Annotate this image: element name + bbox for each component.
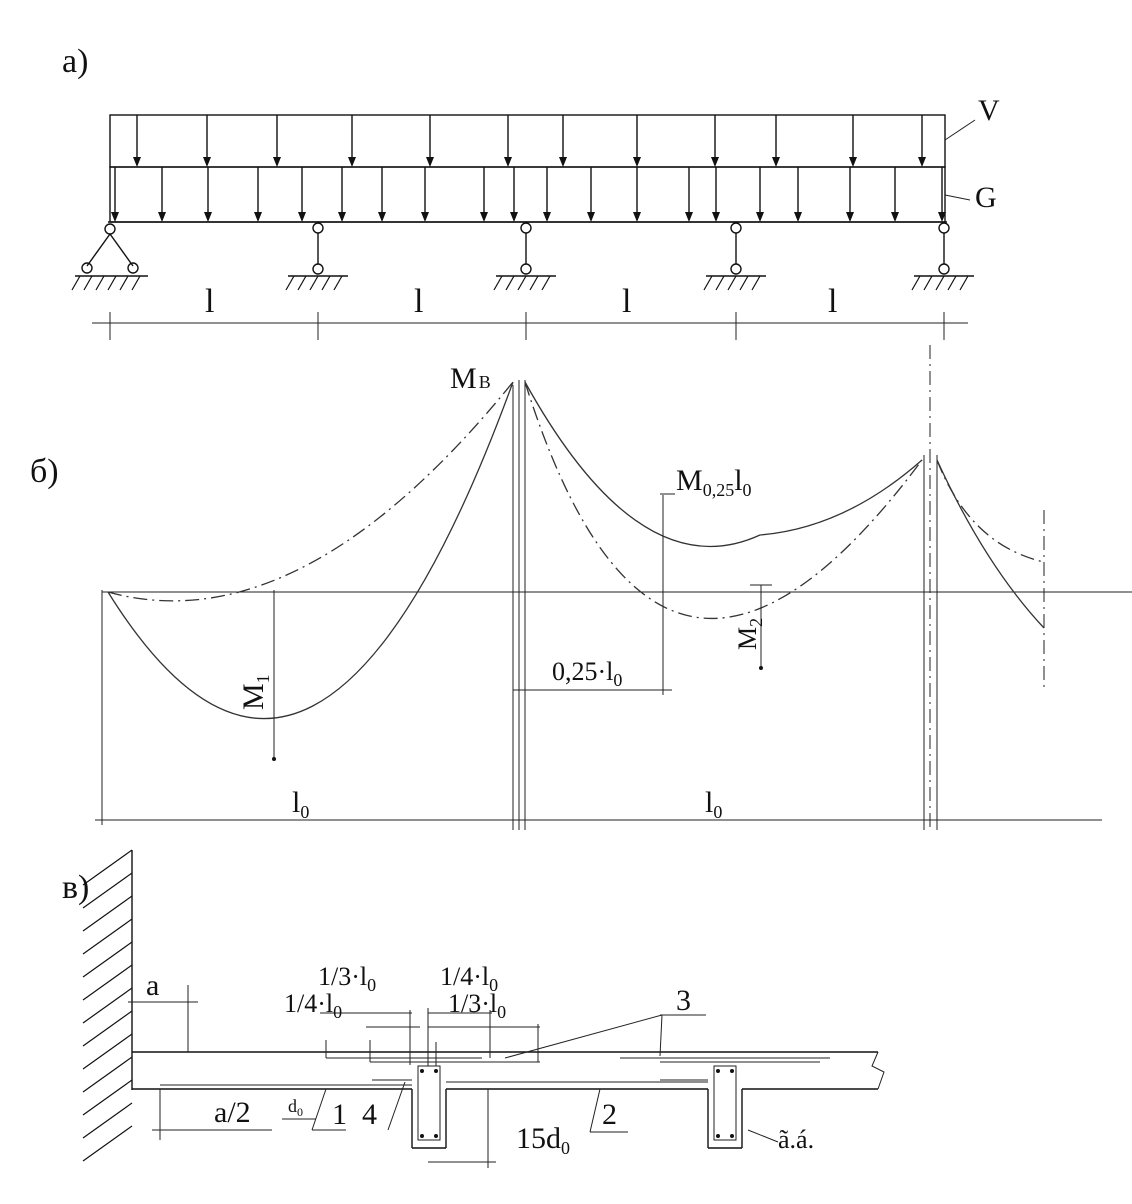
secondary-beam-1 [411,1065,447,1149]
load-arrow-g [587,167,595,222]
load-arrow-g [846,167,854,222]
load-arrow-v [133,115,141,167]
third-left-label: 1/3·l0 [318,962,376,995]
svg-text:M1: M1 [237,674,273,710]
span-label-1: l [205,283,214,320]
span-label-2: l [414,283,423,320]
load-arrow-v [203,115,211,167]
beam-mark-leader [747,1129,779,1143]
load-arrow-g [543,167,551,222]
fifteen-d0-label: 15d0 [516,1122,570,1158]
m2-label: M2 [733,618,766,650]
section-c-label: в) [62,869,89,906]
load-arrow-g [421,167,429,222]
roller-support [285,222,348,291]
load-arrow-v [633,115,641,167]
section-b-label: б) [30,453,59,490]
callout-4: 4 [362,1098,377,1131]
beam-mark-label: ã.á. [778,1125,814,1154]
top-reinforcement [325,1040,830,1063]
m2-point [759,666,763,670]
third-right-label: 1/3·l0 [448,989,506,1022]
span-label-4: l [828,283,837,320]
load-arrow-v [504,115,512,167]
roller-support [911,222,974,291]
m025-label: M0,25l0 [676,464,752,500]
load-arrow-v [711,115,719,167]
load-arrow-v [849,115,857,167]
load-arrow-g [756,167,764,222]
max-moment-curve-span1 [107,381,514,720]
callout-3: 3 [676,984,691,1017]
roller-support [703,222,766,291]
load-arrow-g [938,167,946,222]
load-v-label: V [978,94,1000,127]
quarter-span-label: 0,25·l0 [552,657,622,690]
load-arrow-v [273,115,281,167]
leader-4 [387,1081,406,1131]
load-arrow-g [158,167,166,222]
load-arrow-g [378,167,386,222]
leader-3b [659,1014,663,1057]
load-arrow-g [480,167,488,222]
secondary-beam-2 [707,1065,743,1149]
load-arrow-g [338,167,346,222]
envelope-lower-span3 [936,459,1045,629]
d0-label: d0 [288,1096,303,1119]
leader-3a [504,1014,663,1059]
load-arrow-v [426,115,434,167]
load-arrow-g [510,167,518,222]
a-half-label: a/2 [214,1096,251,1129]
lap-dimensions [320,1008,540,1066]
load-arrow-g [712,167,720,222]
callout-1: 1 [332,1098,347,1131]
envelope-upper-span3 [936,459,1045,563]
load-arrow-g [298,167,306,222]
m1-point [272,757,276,761]
load-arrow-g [794,167,802,222]
dead-load-g [109,166,946,223]
min-moment-curve-span1 [107,381,514,602]
envelope-lower-span2 [524,381,923,620]
leader-2 [589,1088,601,1133]
load-arrow-v [559,115,567,167]
load-arrow-g [891,167,899,222]
support-c-lines [923,345,938,830]
svg-text:M2: M2 [733,618,766,650]
l0-label-2: l0 [705,786,722,822]
load-arrow-g [204,167,212,222]
load-arrow-g [685,167,693,222]
load-arrow-g [111,167,119,222]
quarter-left-label: 1/4·l0 [284,989,342,1022]
load-g-label: G [975,181,997,214]
load-arrow-v [348,115,356,167]
roller-support [493,222,556,291]
leader-1 [311,1088,327,1131]
l0-label-1: l0 [292,786,309,822]
load-arrow-g [633,167,641,222]
leader-g [944,194,971,201]
live-load-v [109,114,946,168]
callout-2: 2 [602,1098,617,1131]
span-dimension-line [92,312,968,340]
load-arrow-v [772,115,780,167]
m1-label: M1 [237,674,273,710]
load-arrow-g [254,167,262,222]
load-arrow-v [918,115,926,167]
slab [132,1051,885,1090]
a-label: a [146,969,159,1002]
wall-hatch [82,849,133,1162]
span-label-3: l [622,283,631,320]
quarter-right-label: 1/4·l0 [440,962,498,995]
bottom-reinforcement [160,1079,708,1086]
support-b-lines [512,380,526,830]
pinned-support [71,223,148,291]
leader-v [944,119,976,141]
section-a-label: а) [62,43,88,80]
envelope-upper-span2 [524,381,923,548]
